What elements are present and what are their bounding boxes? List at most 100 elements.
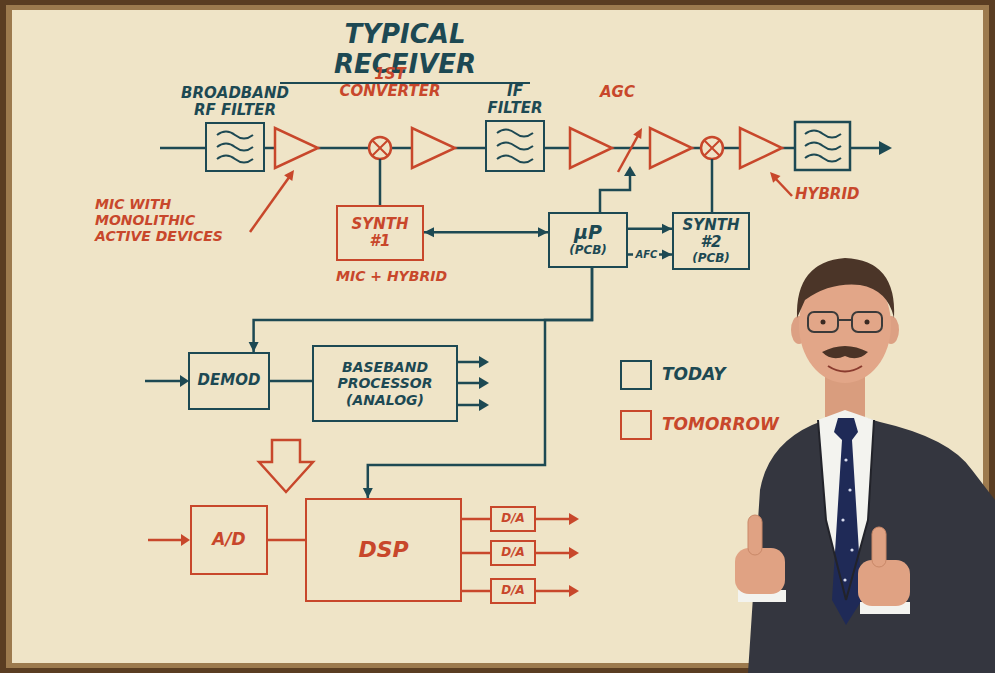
filter-symbol (805, 131, 841, 162)
box-label: DEMOD (198, 372, 261, 389)
connector-line (254, 268, 592, 352)
box-label: D/A (501, 584, 525, 598)
box-label: BASEBAND PROCESSOR (ANALOG) (320, 359, 450, 407)
arrowhead (424, 227, 434, 237)
agc-arrow (618, 132, 640, 172)
box-label: D/A (501, 512, 525, 526)
glasses (852, 312, 882, 332)
box-label: D/A (501, 546, 525, 560)
legend-swatch (620, 410, 652, 440)
connector-line (462, 590, 490, 593)
block-box: D/A (490, 506, 536, 532)
block-box: SYNTH #2(PCB) (672, 212, 750, 270)
block-box: BASEBAND PROCESSOR (ANALOG) (312, 345, 458, 422)
connector (268, 540, 305, 541)
block-box: DSP (305, 498, 462, 602)
suit (748, 412, 995, 673)
filter-box: IF FILTER (485, 120, 545, 172)
synth-lo-line (380, 159, 712, 212)
connector (462, 591, 490, 592)
block-box: A/D (190, 505, 268, 575)
box-heading: IF FILTER (480, 83, 550, 118)
arrowhead (662, 224, 672, 234)
leader-line (775, 178, 792, 196)
output-lines (458, 362, 480, 405)
arrowhead (249, 342, 259, 352)
arrowhead (363, 488, 373, 498)
mixer-cross (372, 140, 388, 156)
output-arrowhead (569, 547, 579, 559)
tie-dots (841, 458, 853, 581)
block-box: D/A (490, 578, 536, 604)
mixer-cross (704, 140, 720, 156)
box-sublabel: (PCB) (692, 252, 730, 266)
block-box: DEMOD (188, 352, 270, 410)
annotation-label: HYBRID (795, 186, 885, 203)
filter-box: BROADBAND RF FILTER (205, 122, 265, 172)
block-box: SYNTH #1 (336, 205, 424, 261)
transition-arrow (259, 440, 313, 492)
agc-control-arrowhead (624, 166, 636, 176)
box-label: µP (574, 222, 602, 244)
presenter-figure (735, 258, 995, 673)
block-box: D/A (490, 540, 536, 566)
hand (858, 560, 910, 606)
tie-dot (843, 578, 846, 581)
frame-inner (6, 5, 989, 668)
board (12, 10, 983, 663)
legend-text: TOMORROW (660, 415, 781, 435)
block-box: µP(PCB) (548, 212, 628, 268)
filter-symbol (497, 130, 533, 163)
input-arrowhead (181, 534, 190, 546)
output-arrowhead (569, 585, 579, 597)
connector (628, 250, 672, 260)
mustache (822, 346, 868, 358)
tie-dot (841, 518, 844, 521)
agc-arrowhead (633, 128, 642, 139)
connector-line (268, 539, 305, 542)
amplifier-symbol (650, 128, 692, 168)
input-line (148, 539, 182, 542)
output-arrowhead (479, 377, 489, 389)
connector-label: AFC (634, 249, 660, 261)
output-arrowhead (879, 141, 892, 155)
connector (462, 553, 490, 554)
arrowhead (538, 227, 548, 237)
eye (865, 320, 870, 325)
leader-line (250, 176, 290, 232)
annotation-label: MIC WITH MONOLITHIC ACTIVE DEVICES (95, 196, 247, 244)
box-heading: BROADBAND RF FILTER (175, 85, 295, 120)
connector (462, 519, 490, 520)
annotation-label: 1ST CONVERTER (335, 66, 445, 101)
glasses (808, 312, 838, 332)
box-label: A/D (212, 530, 245, 550)
amplifier-symbol (570, 128, 612, 168)
mixer-symbol (369, 137, 391, 159)
input-line (145, 380, 181, 383)
box-sublabel: (PCB) (569, 244, 607, 258)
legend-swatch (620, 360, 652, 390)
output-arrowhead (479, 356, 489, 368)
glasses-bridge (838, 319, 852, 321)
hand (735, 548, 785, 594)
legend-text: TODAY (660, 365, 728, 385)
agc-control-line (600, 174, 630, 212)
box-label: DSP (358, 537, 408, 562)
mixer-symbol (701, 137, 723, 159)
eye (821, 320, 826, 325)
hair (797, 258, 894, 318)
thumb (748, 515, 762, 555)
output-arrowhead (479, 399, 489, 411)
filter-box (795, 122, 850, 170)
filter-symbol (217, 132, 253, 163)
output-arrowhead (569, 513, 579, 525)
tie-dot (850, 548, 853, 551)
amplifier-symbol (275, 128, 318, 168)
tie-dot (848, 488, 851, 491)
connector-line (424, 231, 548, 234)
connector-line (270, 380, 312, 383)
box-label: SYNTH #1 (344, 216, 416, 251)
connector (249, 268, 592, 352)
